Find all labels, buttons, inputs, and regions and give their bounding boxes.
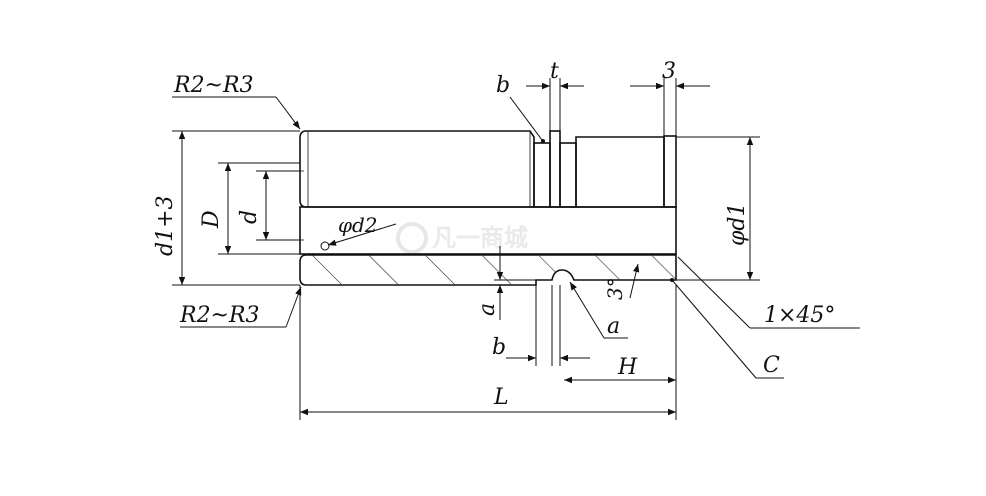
label-radius-bottom: R2~R3 <box>179 303 260 328</box>
label-H: H <box>617 355 638 380</box>
dim-3: 3 <box>630 59 710 136</box>
label-D: D <box>199 210 224 229</box>
dim-phi-d2: φd2 <box>327 213 397 246</box>
dim-t: t <box>526 59 584 131</box>
label-a-groove: a <box>607 314 620 339</box>
label-b-bottom: b <box>492 335 506 360</box>
label-phi-d1: φd1 <box>725 203 750 246</box>
dim-a-depth: a <box>475 246 536 320</box>
dim-radius-bottom: R2~R3 <box>179 286 302 328</box>
dim-a-groove: a <box>569 281 628 339</box>
label-d: d <box>237 210 262 224</box>
dim-radius-top: R2~R3 <box>172 73 301 130</box>
bushing-exterior <box>299 130 677 255</box>
dim-d1-plus-3: d1+3 <box>153 130 300 286</box>
dim-d: d <box>237 170 300 241</box>
dim-angle: 3° <box>603 263 640 300</box>
label-radius-top: R2~R3 <box>173 73 254 98</box>
label-3: 3 <box>662 59 676 84</box>
label-t: t <box>550 59 559 84</box>
dim-D: D <box>199 162 300 255</box>
label-angle: 3° <box>603 277 627 300</box>
watermark-text: 凡一商城 <box>432 224 528 252</box>
dim-b-bottom: b <box>492 285 590 366</box>
dim-L: L <box>299 285 676 420</box>
label-chamfer: 1×45° <box>764 303 835 328</box>
label-d1-plus-3: d1+3 <box>153 195 178 256</box>
label-a-depth: a <box>475 303 500 316</box>
dim-phi-d1: φd1 <box>676 136 760 281</box>
dim-b-top: b <box>496 73 543 141</box>
label-L: L <box>493 385 509 410</box>
watermark: 凡一商城 <box>396 222 528 254</box>
label-phi-d2: φd2 <box>338 213 378 237</box>
label-C: C <box>763 353 780 378</box>
dim-chamfer: 1×45° <box>677 256 860 329</box>
bushing-section <box>299 254 677 286</box>
dim-C: C <box>671 279 784 379</box>
label-b-top: b <box>496 73 510 98</box>
dim-H: H <box>564 285 677 420</box>
